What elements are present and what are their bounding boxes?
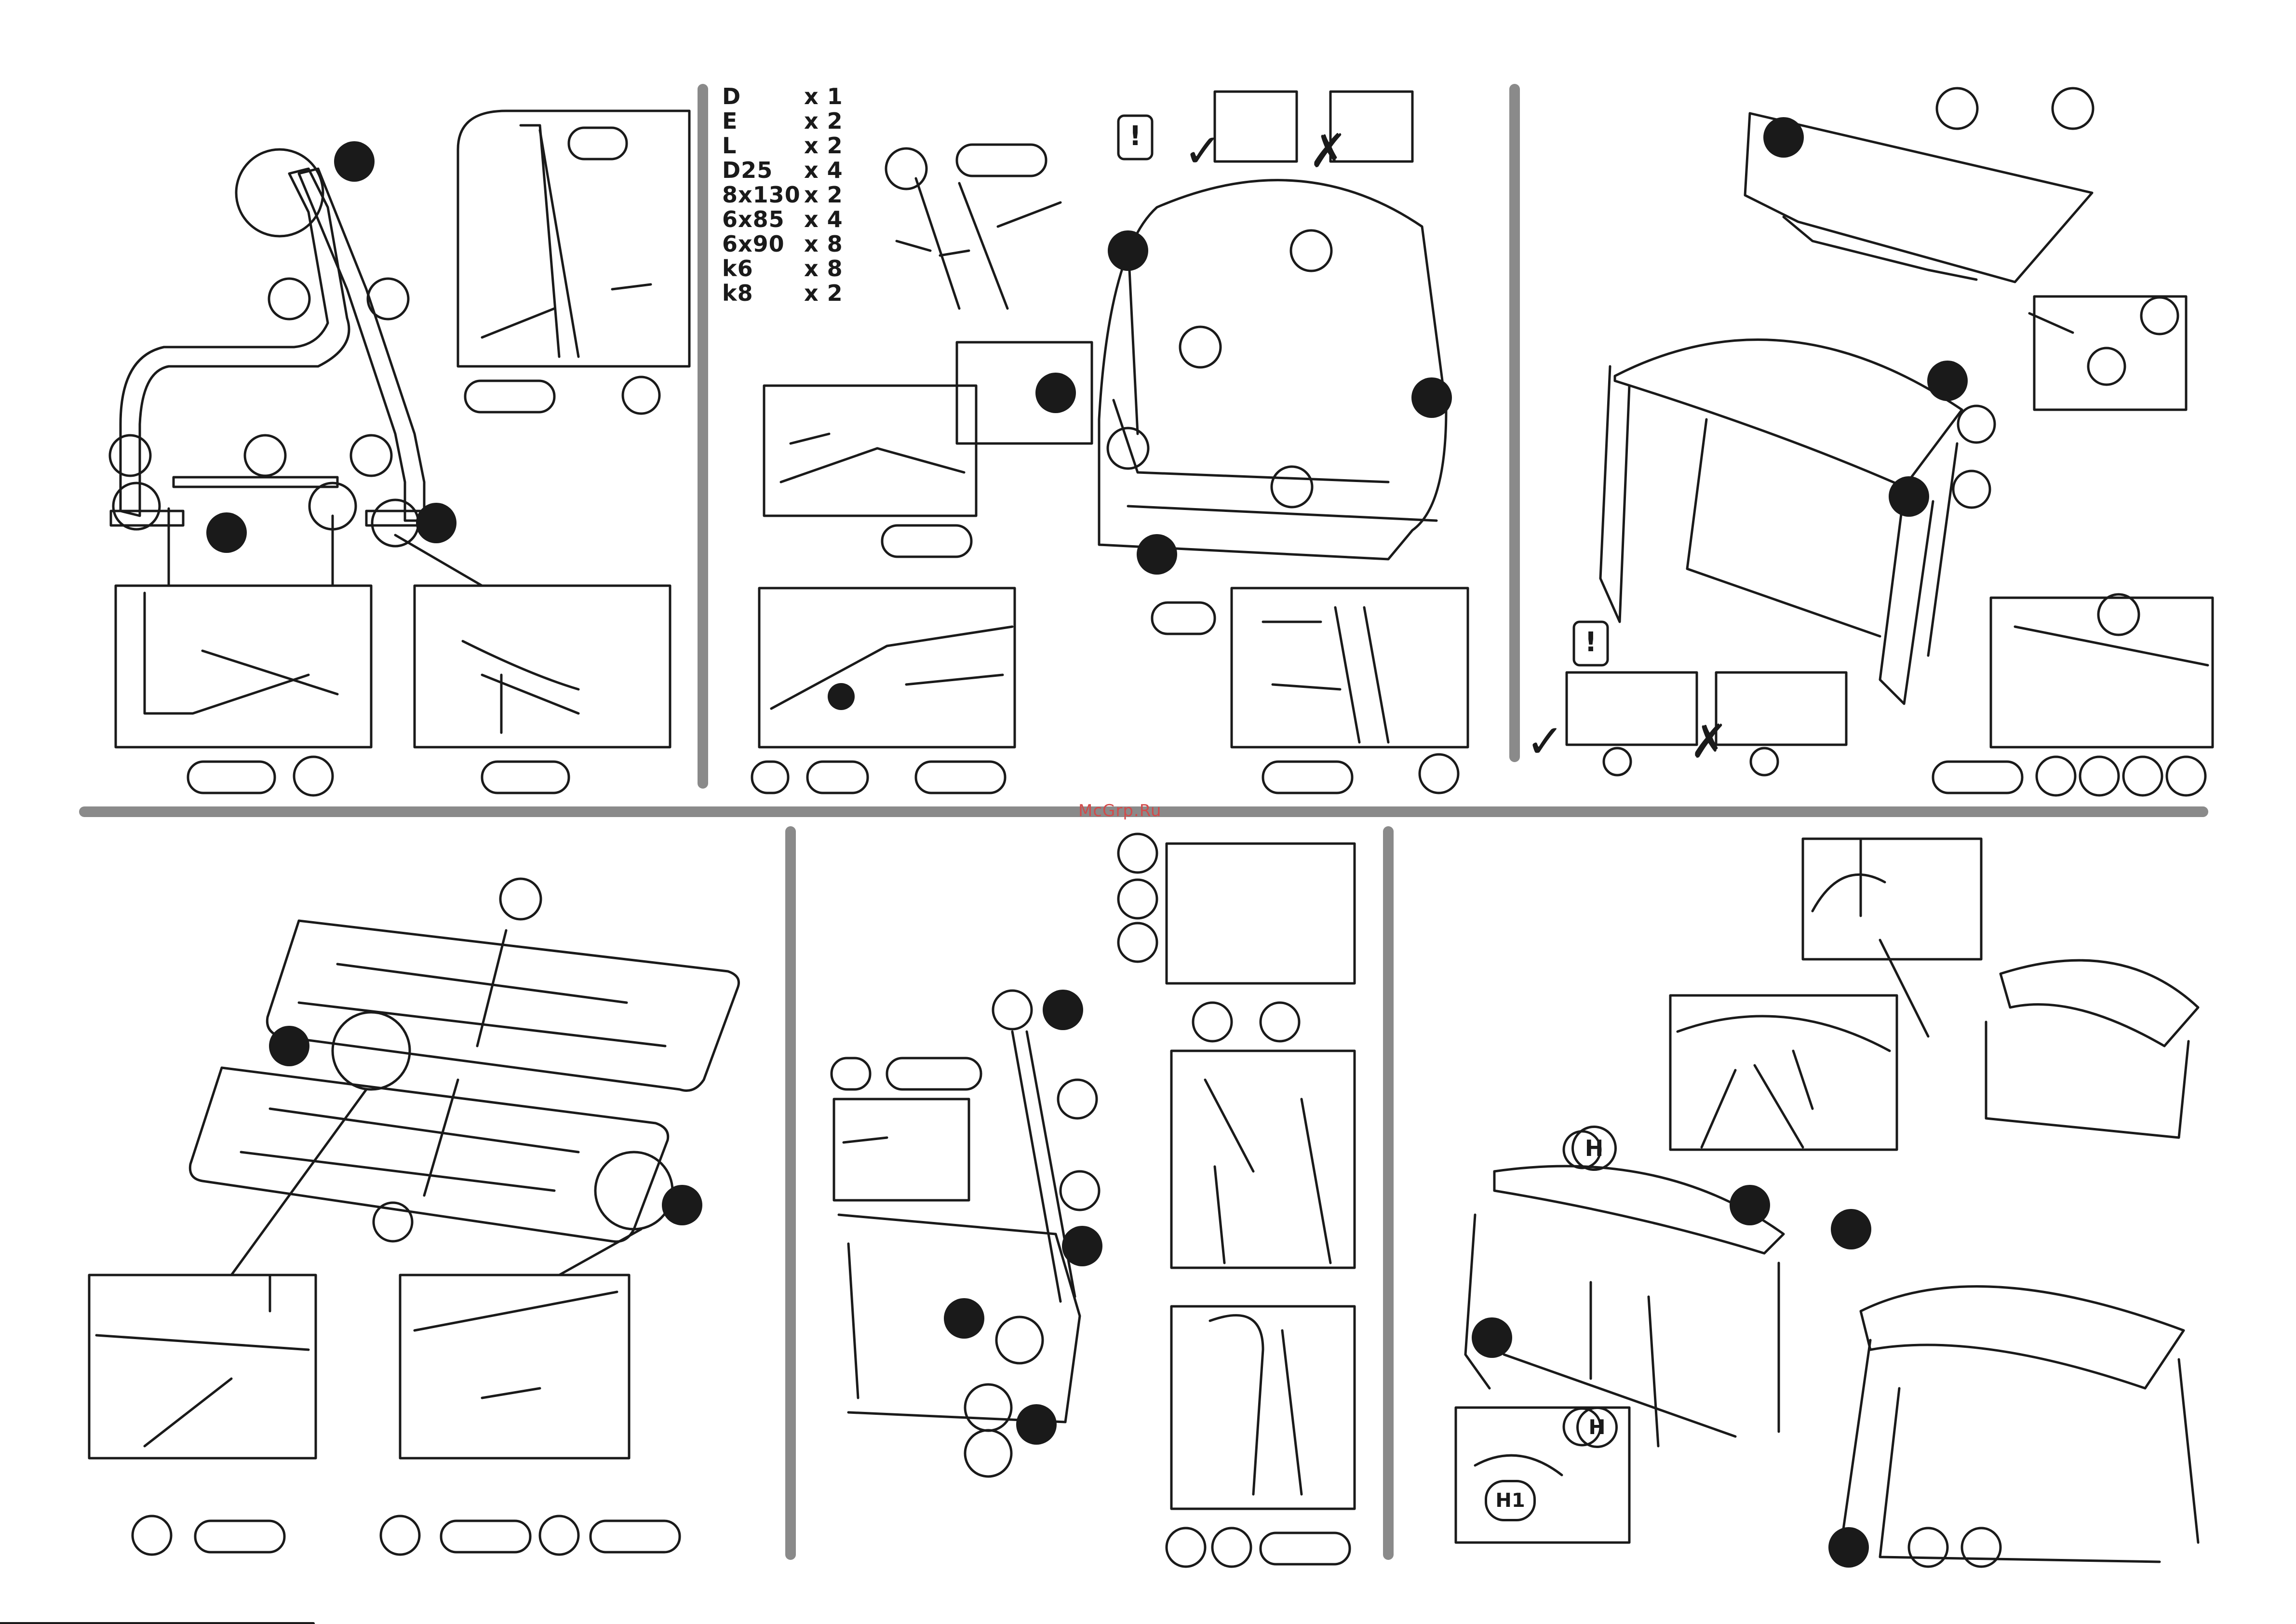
step-canopy-markers — [1763, 117, 1968, 517]
correct-mark-icon: ✓ — [1526, 718, 1564, 765]
correct-mark-icon: ✓ — [1183, 128, 1222, 174]
part-code: 6x85 — [722, 207, 804, 232]
part-quantity: x 8 — [804, 256, 862, 281]
part-code: D — [722, 84, 804, 109]
callout-h: H — [1576, 1407, 1618, 1448]
step-side-frame — [110, 111, 689, 795]
step-seat-panels — [89, 879, 739, 1555]
step-springs-chain — [832, 834, 1355, 1567]
part-code: 8x130 — [722, 183, 804, 207]
part-quantity: x 2 — [804, 109, 862, 134]
part-quantity: x 1 — [804, 84, 862, 109]
part-code: L — [722, 134, 804, 158]
section-dividers — [84, 89, 2203, 1555]
wrong-mark-icon: ✗ — [1690, 718, 1728, 765]
watermark: McGrp.Ru — [1078, 801, 1161, 820]
step-backrest-frame-markers — [828, 230, 1452, 710]
warning-icon: ! — [1123, 120, 1147, 153]
part-quantity: x 2 — [804, 134, 862, 158]
part-code: E — [722, 109, 804, 134]
part-code: 6x90 — [722, 232, 804, 256]
step-final-assembly — [1456, 839, 2198, 1567]
callout-h1: H1 — [1485, 1480, 1536, 1521]
part-code: D25 — [722, 158, 804, 183]
part-quantity: x 8 — [804, 232, 862, 256]
warning-icon: ! — [1579, 626, 1603, 659]
part-quantity: x 4 — [804, 158, 862, 183]
callout-h: H — [1571, 1126, 1617, 1171]
part-code: k6 — [722, 256, 804, 281]
part-quantity: x 4 — [804, 207, 862, 232]
wrong-mark-icon: ✗ — [1309, 128, 1347, 174]
step-canopy — [1567, 88, 2213, 795]
part-quantity: x 2 — [804, 183, 862, 207]
part-quantity: x 2 — [804, 281, 862, 306]
part-code: k8 — [722, 281, 804, 306]
